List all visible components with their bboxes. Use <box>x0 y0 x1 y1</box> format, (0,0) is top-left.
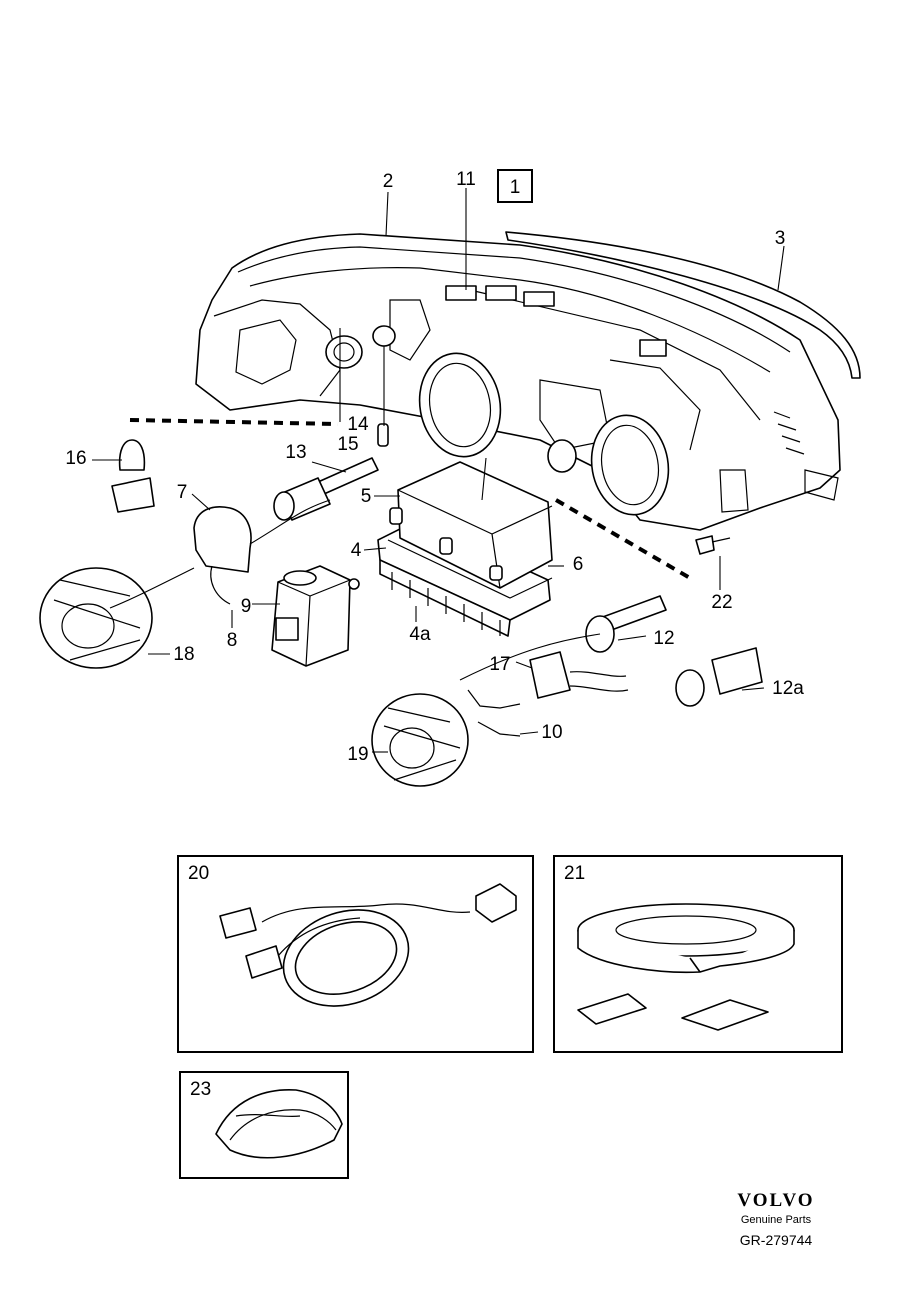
dashed-link-12 <box>554 498 692 580</box>
inset-box-21: 21 <box>553 855 843 1053</box>
bulb-16 <box>111 439 155 513</box>
inset-box-20: 20 <box>177 855 534 1053</box>
diagram-reference: GR-279744 <box>739 1232 813 1248</box>
callout-4a: 4a <box>409 624 431 645</box>
bulb-13 <box>273 457 379 521</box>
callout-4: 4 <box>351 540 362 561</box>
callout-19: 19 <box>347 744 368 765</box>
grease-pack <box>215 1089 343 1159</box>
bulb-cover-7 <box>193 506 252 605</box>
bulb-14-15 <box>377 423 389 447</box>
brand-tagline: Genuine Parts <box>740 1214 812 1226</box>
leveling-motor <box>271 565 360 667</box>
group-number: 1 <box>510 177 521 198</box>
callout-13: 13 <box>285 442 306 463</box>
inset-21-number: 21 <box>564 863 585 884</box>
callout-10: 10 <box>541 722 562 743</box>
dashed-link-16 <box>129 418 339 426</box>
brand-logo: VOLVO <box>737 1190 815 1211</box>
callout-3: 3 <box>775 228 786 249</box>
callout-12: 12 <box>653 628 674 649</box>
group-number-box <box>497 169 533 203</box>
callout-16: 16 <box>65 448 86 469</box>
rear-cover-19 <box>371 693 469 787</box>
connector-17 <box>529 651 629 699</box>
callout-18: 18 <box>173 644 194 665</box>
rear-cover-18 <box>39 567 153 669</box>
callout-9: 9 <box>241 596 252 617</box>
wiring-harness <box>219 883 517 1007</box>
inset-20-number: 20 <box>188 863 209 884</box>
headlamp-seal-strip <box>505 231 861 379</box>
callout-2: 2 <box>383 171 394 192</box>
leader-lines <box>92 188 785 753</box>
inset-box-23: 23 <box>179 1071 349 1179</box>
callout-11: 11 <box>456 169 476 190</box>
callout-22: 22 <box>711 592 732 613</box>
callout-17: 17 <box>489 654 510 675</box>
callout-15: 15 <box>337 434 358 455</box>
callout-8: 8 <box>227 630 238 651</box>
callout-14: 14 <box>347 414 369 435</box>
wire-10 <box>467 689 521 737</box>
callout-5: 5 <box>361 486 372 507</box>
ballast-unit <box>377 461 553 637</box>
inset-23-number: 23 <box>190 1079 211 1100</box>
callout-7: 7 <box>177 482 188 503</box>
screw-22 <box>695 535 731 555</box>
bulb-12a <box>675 647 763 707</box>
callout-12a: 12a <box>772 678 804 699</box>
headlamp-housing <box>195 233 841 531</box>
seal-tape-roll <box>577 903 795 1031</box>
callout-6: 6 <box>573 554 584 575</box>
